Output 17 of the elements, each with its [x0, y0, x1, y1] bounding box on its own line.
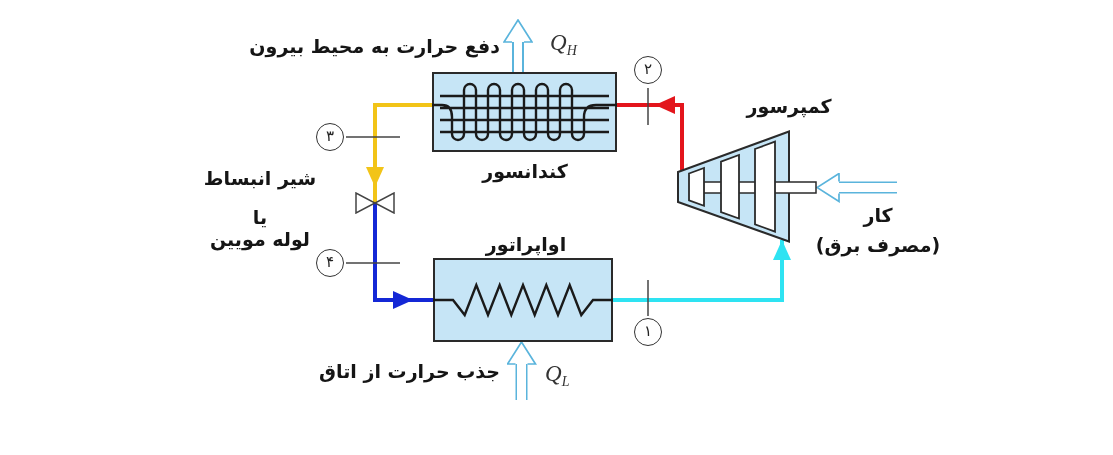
- component-label: کندانسور: [482, 161, 568, 183]
- callout-number: ۴: [316, 249, 344, 277]
- component-label: کمپرسور: [746, 96, 832, 118]
- annotation-text: کار: [863, 205, 893, 227]
- hollow-arrow: [816, 172, 897, 203]
- callout-number: ۲: [634, 56, 662, 84]
- component-label: یا: [252, 207, 268, 229]
- annotation-text: (مصرف برق): [815, 235, 941, 257]
- component-label: لوله مویین: [210, 229, 310, 251]
- callout-number: ۱: [634, 318, 662, 346]
- annotation-text: دفع حرارت به محیط بیرون: [249, 36, 500, 58]
- component-label: اواپراتور: [485, 234, 567, 256]
- annotation-text: جذب حرارت از اتاق: [319, 361, 500, 383]
- callout-number: ۳: [316, 123, 344, 151]
- hollow-arrow: [503, 19, 533, 72]
- component-label: شیر انبساط: [203, 168, 317, 190]
- hollow-arrow: [506, 341, 537, 400]
